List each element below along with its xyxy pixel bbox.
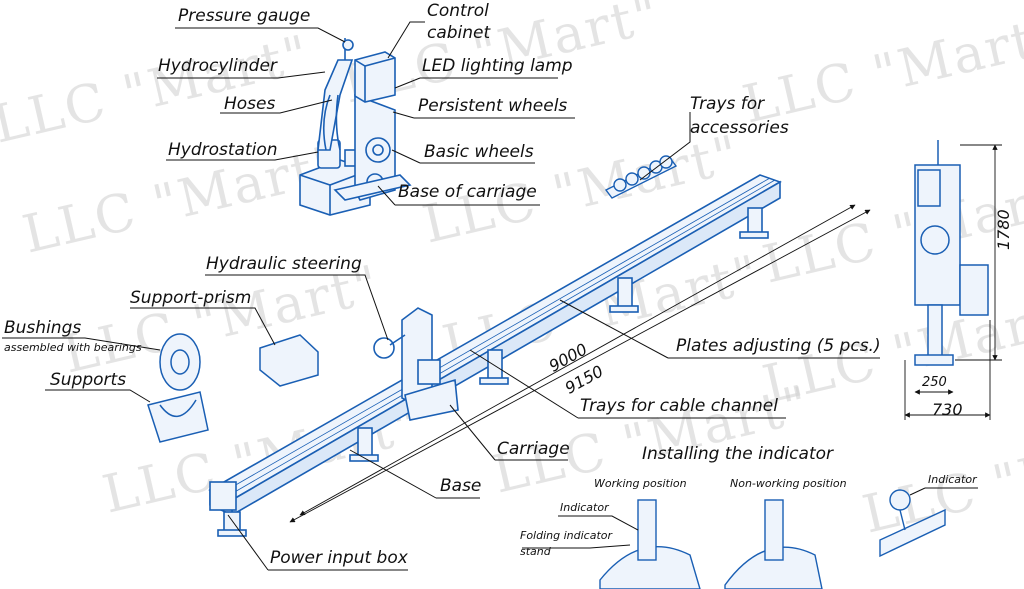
label-hydrostation: Hydrostation [168, 140, 278, 160]
label-bushings-sub: assembled with bearings [4, 341, 142, 354]
label-trays-accessories-2: accessories [690, 118, 789, 138]
spare-parts [147, 333, 319, 443]
label-folding-stand-2: stand [520, 545, 551, 558]
indicator-detail [599, 489, 946, 589]
label-persistent-wheels: Persistent wheels [418, 96, 568, 116]
dimension-250: 250 [922, 375, 947, 390]
label-installing-indicator: Installing the indicator [642, 444, 834, 464]
label-pressure-gauge: Pressure gauge [178, 6, 311, 26]
label-power-input-box: Power input box [270, 548, 408, 568]
label-support-prism: Support-prism [130, 288, 252, 308]
label-control-cabinet-2: cabinet [427, 23, 491, 43]
label-basic-wheels: Basic wheels [424, 142, 534, 162]
label-bushings: Bushings [4, 318, 82, 338]
leader-lines-indicator [522, 487, 978, 549]
label-control-cabinet-1: Control [427, 1, 489, 21]
label-hydrocylinder: Hydrocylinder [158, 56, 277, 76]
label-led-lamp: LED lighting lamp [422, 56, 573, 76]
trays-accessories [604, 155, 678, 199]
dimension-lines [289, 144, 1002, 523]
label-folding-stand-1: Folding indicator [520, 529, 613, 542]
carriage-assembly [299, 38, 412, 216]
label-working-position: Working position [594, 477, 687, 490]
label-plates-adjusting: Plates adjusting (5 pcs.) [676, 336, 881, 356]
label-indicator-b: Indicator [928, 473, 977, 486]
dimension-1780: 1780 [994, 209, 1013, 250]
label-base: Base [440, 476, 482, 496]
label-base-of-carriage: Base of carriage [398, 182, 537, 202]
label-hydraulic-steering: Hydraulic steering [206, 254, 362, 274]
label-trays-accessories-1: Trays for [690, 94, 765, 114]
label-hoses: Hoses [224, 94, 276, 114]
leader-lines-top [157, 21, 575, 206]
label-non-working-position: Non-working position [730, 477, 847, 490]
label-carriage: Carriage [497, 439, 570, 459]
label-indicator-a: Indicator [560, 501, 609, 514]
side-view [914, 140, 989, 366]
dimension-730: 730 [932, 400, 963, 419]
label-trays-cable: Trays for cable channel [580, 396, 778, 416]
label-supports: Supports [50, 370, 127, 390]
leader-lines-main [2, 112, 880, 571]
